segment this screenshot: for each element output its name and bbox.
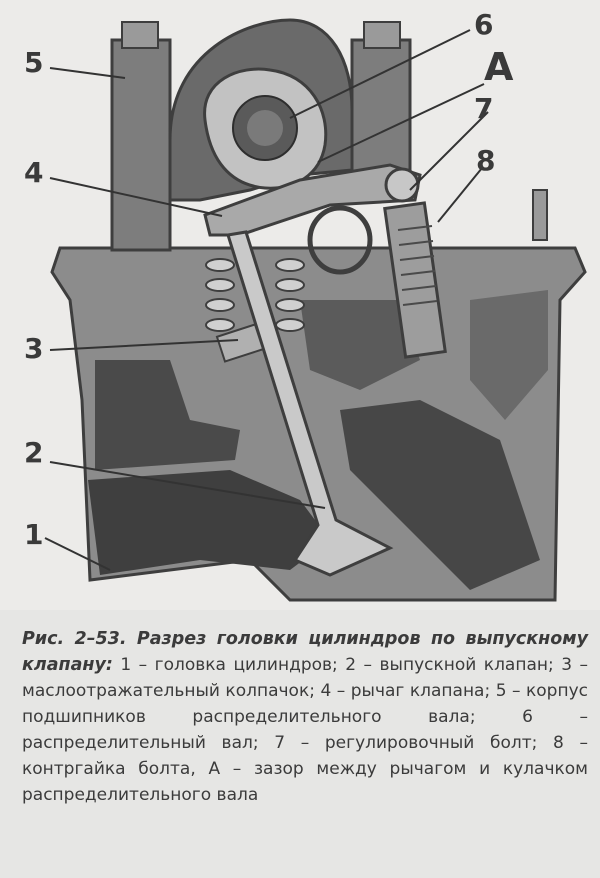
callout-8: 8: [476, 144, 495, 177]
caption-body: 1 – головка цилиндров; 2 – выпускной кла…: [22, 655, 588, 805]
stud-left: [121, 21, 159, 49]
callout-1: 1: [24, 518, 43, 551]
callout-4: 4: [24, 156, 43, 189]
adjusting-bolt-ball: [384, 167, 420, 203]
callout-5: 5: [24, 46, 43, 79]
callout-3: 3: [24, 332, 43, 365]
stud-right: [363, 21, 401, 49]
upper-cavity: [300, 300, 420, 390]
caption-title: Рис. 2–53. Разрез головки цилиндров по в…: [22, 629, 588, 675]
camshaft-bore: [247, 110, 283, 146]
rocker-spring: [307, 205, 373, 275]
cylinder-head-cross-section: 1 2 3 4 5 6 А 7 8: [24, 8, 587, 602]
adjusting-bolt: [383, 201, 447, 359]
exhaust-port: [88, 470, 330, 575]
figure-caption: Рис. 2–53. Разрез головки цилиндров по в…: [22, 626, 588, 808]
bolt-thread: [397, 225, 438, 306]
bearing-housing: [110, 38, 172, 252]
diagram-svg: 1 2 3 4 5 6 А 7 8: [24, 8, 587, 602]
exhaust-valve: [226, 230, 394, 577]
coolant-cavity-left: [95, 360, 240, 470]
coolant-cavity-right: [340, 400, 540, 590]
callout-6: 6: [474, 8, 493, 41]
stud-far-right: [532, 189, 548, 241]
oil-deflector-cap: [215, 323, 265, 363]
right-wall-cavity: [470, 290, 548, 420]
rocker-arm: [203, 163, 422, 237]
callout-7: 7: [474, 92, 493, 125]
leader-lines: [44, 29, 489, 571]
valve-spring: [205, 258, 305, 332]
callout-2: 2: [24, 436, 43, 469]
callout-A: А: [484, 45, 514, 89]
